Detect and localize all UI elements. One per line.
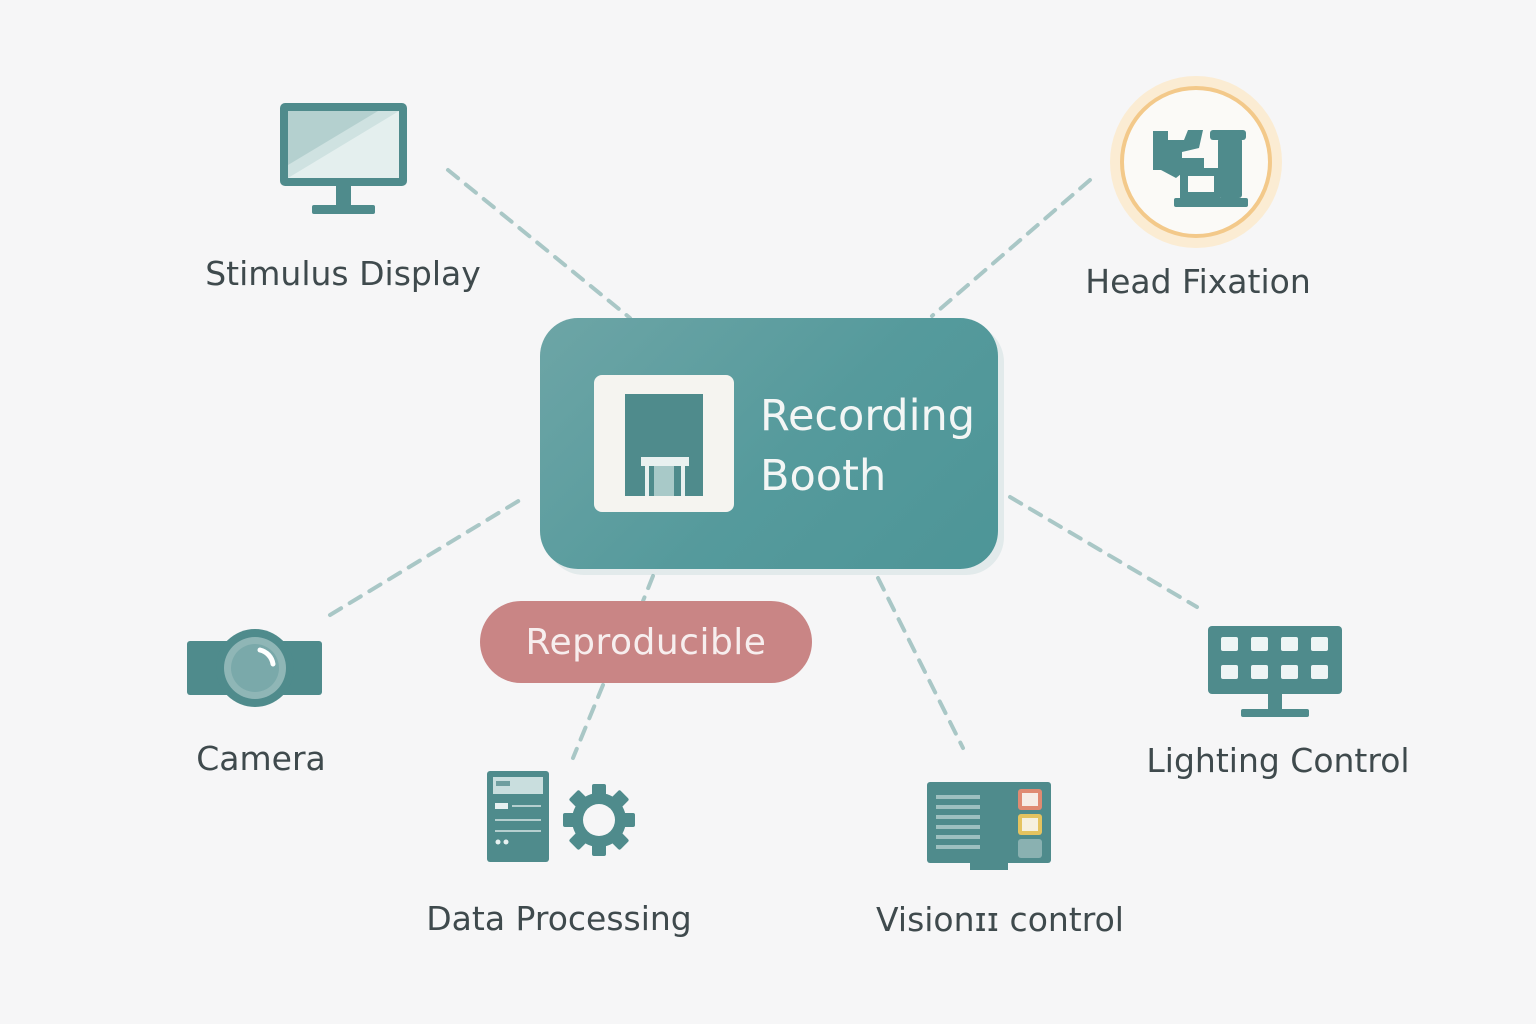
camera-icon [187, 629, 322, 707]
booth-icon [625, 394, 703, 496]
hub-title-line1: Recording [760, 391, 976, 441]
connector-data-processing [571, 683, 605, 760]
connector-lighting-control [1008, 495, 1199, 609]
connector-head-fixation [930, 178, 1092, 318]
connector-stimulus-display [446, 168, 632, 320]
data-processing-label: Data Processing [426, 899, 692, 938]
hub-title: Recording Booth [760, 386, 990, 506]
lighting-panel-icon [1208, 626, 1342, 717]
stimulus-display-label: Stimulus Display [205, 254, 481, 293]
connector-camera [328, 495, 527, 617]
reproducible-badge: Reproducible [480, 601, 812, 683]
connector-vision-control [876, 576, 965, 750]
head-fixation-label: Head Fixation [1085, 262, 1311, 301]
hub-title-line2: Booth [760, 451, 887, 501]
connector-badge [641, 574, 655, 603]
vision-control-label: Visionɪɪ control [876, 900, 1124, 939]
camera-label: Camera [196, 739, 326, 778]
monitor-icon [280, 103, 407, 214]
recording-booth-hub[interactable]: Recording Booth [540, 318, 998, 569]
server-gear-icon [487, 771, 635, 862]
control-panel-icon [927, 782, 1051, 870]
lighting-control-label: Lighting Control [1146, 741, 1410, 780]
head-fixation-icon [1110, 76, 1282, 248]
booth-icon-frame [594, 375, 734, 512]
